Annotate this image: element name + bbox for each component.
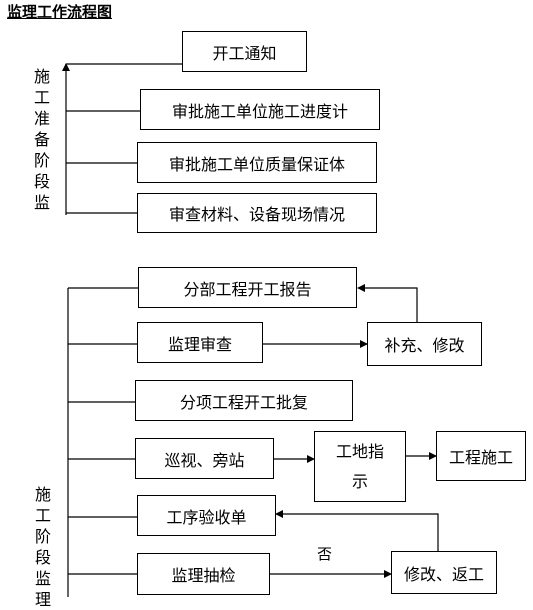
- box-xunshi-pangzhan: 巡视、旁站: [135, 438, 274, 479]
- box-fenxiang-pifu: 分项工程开工批复: [135, 380, 353, 421]
- edge-label-no: 否: [317, 545, 333, 563]
- stage-label-preparation: 施 工 准 备 阶 段 监: [33, 67, 50, 212]
- box-jianli-choujian: 监理抽检: [137, 553, 270, 595]
- box-jianli-shencha: 监理审查: [137, 322, 263, 363]
- box-fenbu-baogao: 分部工程开工报告: [138, 267, 357, 308]
- box-gongdi-zhishi-line2: 示: [351, 471, 368, 491]
- flow-connectors: [62, 63, 439, 597]
- box-xiugai-fangong: 修改、返工: [391, 551, 497, 594]
- box-kaigong-tongzhi: 开工通知: [182, 31, 307, 72]
- box-shenpi-jindu: 审批施工单位施工进度计: [140, 89, 380, 130]
- box-gongdi-zhishi: 工地指 示: [314, 431, 406, 502]
- box-gongcheng-shigong: 工程施工: [436, 431, 526, 481]
- page-title: 监理工作流程图: [7, 3, 113, 21]
- box-buchong-xiugai: 补充、修改: [367, 322, 482, 366]
- box-gongdi-zhishi-line1: 工地指: [335, 441, 384, 461]
- stage-label-construction: 施 工 阶 段 监 理: [34, 485, 51, 609]
- box-shenpi-zhiliang: 审批施工单位质量保证体: [137, 142, 377, 183]
- arrow-fangong-gongxu: [275, 510, 439, 551]
- box-gongxu-yanshou: 工序验收单: [137, 495, 276, 536]
- arrow-buchong-fenbu: [357, 284, 418, 322]
- box-shencha-cailiao: 审查材料、设备现场情况: [137, 193, 377, 233]
